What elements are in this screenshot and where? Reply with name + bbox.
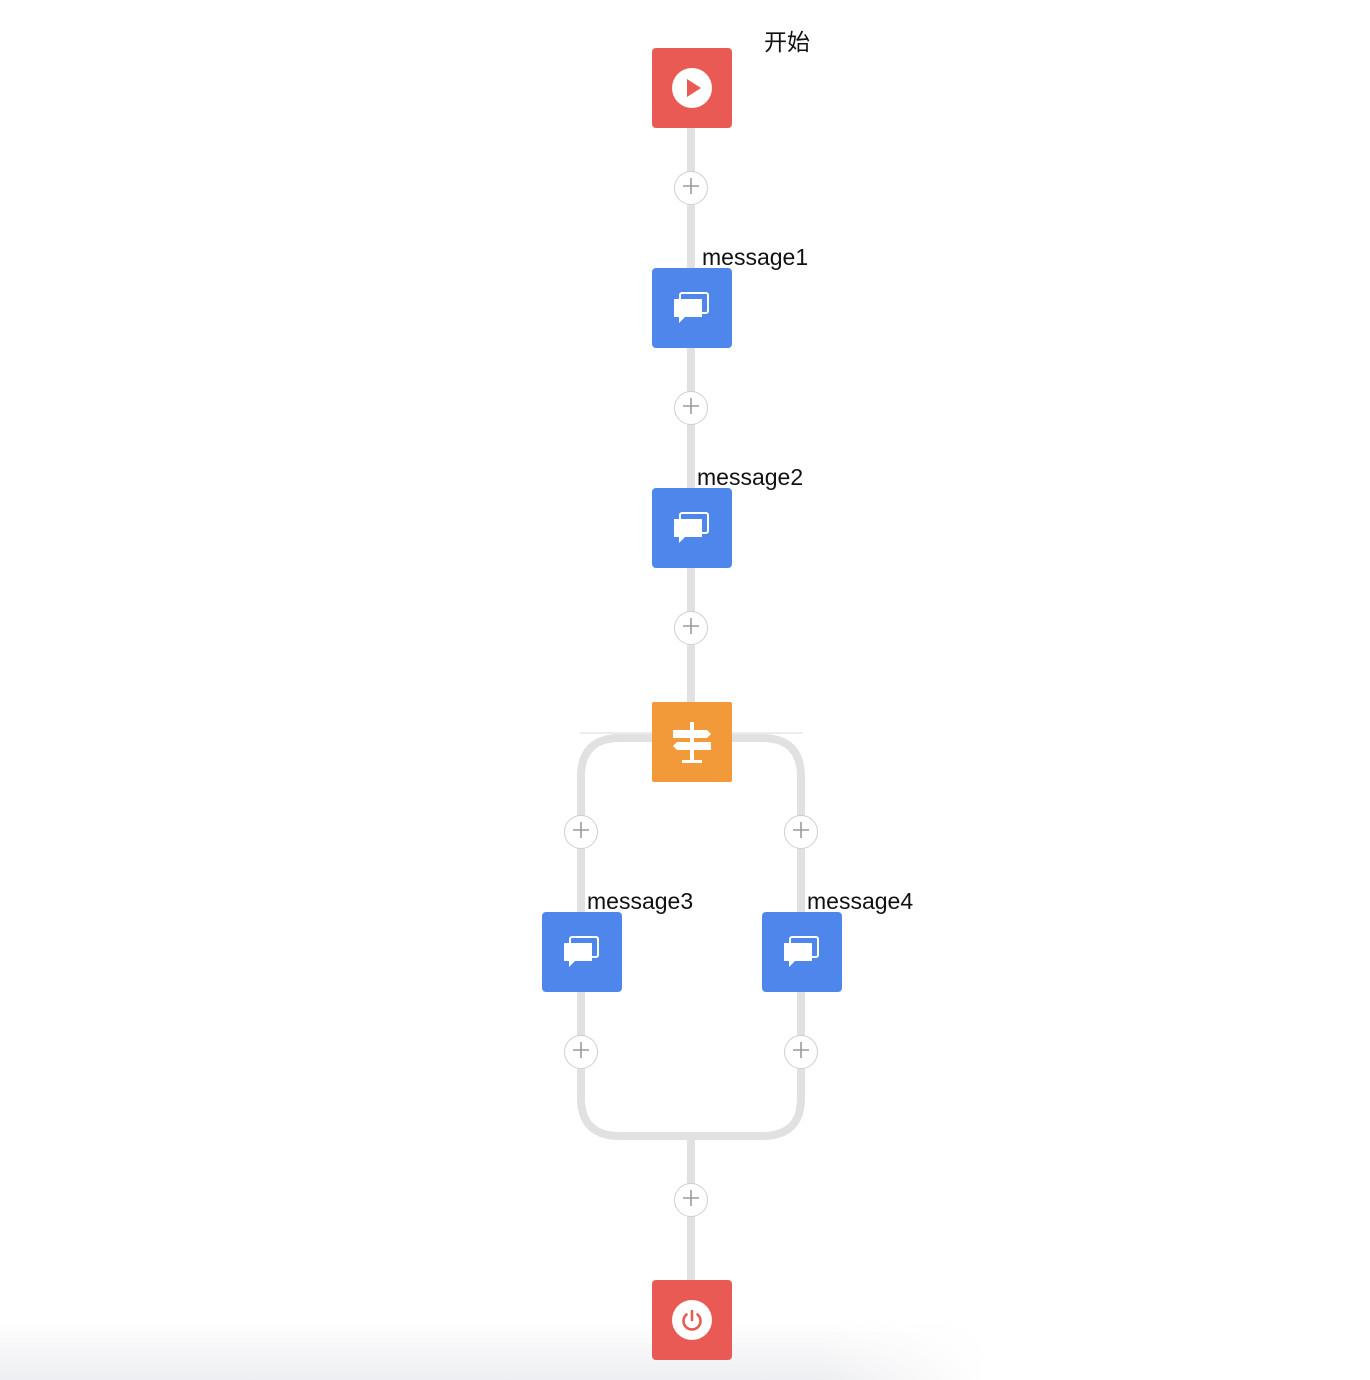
add-step-button[interactable] bbox=[674, 611, 708, 645]
chat-bubbles-icon bbox=[672, 511, 712, 545]
branch-node[interactable] bbox=[652, 702, 732, 782]
add-step-button-left-branch[interactable] bbox=[564, 1035, 598, 1069]
start-node-label: 开始 bbox=[764, 29, 810, 55]
end-node[interactable] bbox=[652, 1280, 732, 1360]
message-node-1-label: message1 bbox=[702, 244, 809, 270]
message-node-1[interactable] bbox=[652, 268, 732, 348]
connector-message3-merge bbox=[577, 992, 691, 1140]
add-step-button-right-branch[interactable] bbox=[784, 1035, 818, 1069]
add-step-button[interactable] bbox=[674, 171, 708, 205]
plus-icon bbox=[792, 1041, 810, 1064]
message-node-2-label: message2 bbox=[697, 464, 804, 490]
plus-icon bbox=[792, 821, 810, 844]
chat-bubbles-icon bbox=[562, 935, 602, 969]
connector-branch-right bbox=[732, 734, 805, 912]
plus-icon bbox=[682, 1189, 700, 1212]
connector-branch-left bbox=[577, 734, 652, 912]
add-step-button-right-branch[interactable] bbox=[784, 815, 818, 849]
power-icon bbox=[672, 1300, 712, 1340]
add-step-button[interactable] bbox=[674, 1183, 708, 1217]
message-node-4[interactable] bbox=[762, 912, 842, 992]
plus-icon bbox=[572, 821, 590, 844]
plus-icon bbox=[682, 397, 700, 420]
add-step-button[interactable] bbox=[674, 391, 708, 425]
chat-bubbles-icon bbox=[782, 935, 822, 969]
message-node-3[interactable] bbox=[542, 912, 622, 992]
signpost-icon bbox=[670, 720, 714, 764]
play-icon bbox=[672, 68, 712, 108]
add-step-button-left-branch[interactable] bbox=[564, 815, 598, 849]
plus-icon bbox=[572, 1041, 590, 1064]
message-node-2[interactable] bbox=[652, 488, 732, 568]
plus-icon bbox=[682, 617, 700, 640]
chat-bubbles-icon bbox=[672, 291, 712, 325]
connector-message4-merge bbox=[691, 992, 805, 1140]
start-node[interactable] bbox=[652, 48, 732, 128]
plus-icon bbox=[682, 177, 700, 200]
message-node-4-label: message4 bbox=[807, 888, 914, 914]
message-node-3-label: message3 bbox=[587, 888, 694, 914]
